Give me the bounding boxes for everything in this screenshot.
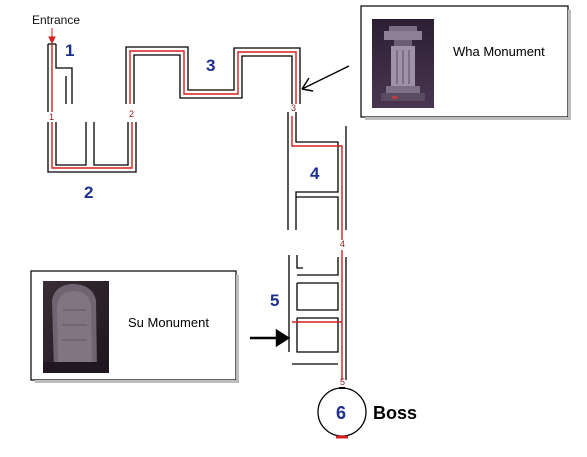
waypoint-5: 5	[340, 377, 345, 387]
stone-lantern-monument-icon	[372, 19, 434, 108]
wall-section-2	[47, 122, 137, 173]
su-pointer-arrow-icon	[250, 328, 291, 348]
section-4-number: 4	[310, 164, 320, 183]
stone-tablet-monument-icon	[43, 281, 109, 373]
wha-monument-callout: Wha Monument	[360, 5, 571, 120]
section-2-number: 2	[84, 183, 93, 202]
route-path	[51, 44, 343, 380]
su-monument-label: Su Monument	[128, 315, 209, 330]
entrance-arrow-icon	[48, 28, 56, 45]
boss-label: Boss	[373, 403, 417, 423]
waypoint-3: 3	[291, 103, 296, 113]
route-section-5	[292, 250, 343, 380]
section-3-number: 3	[206, 56, 215, 75]
section-1-number: 1	[65, 41, 74, 60]
wha-callout-shadow-bottom	[365, 117, 571, 120]
wha-callout-shadow	[568, 10, 571, 120]
wall-section-1	[47, 43, 73, 112]
su-monument-callout: Su Monument	[30, 270, 239, 383]
section-5-number: 5	[270, 291, 279, 310]
route-section-4	[291, 116, 343, 240]
waypoint-1: 1	[49, 112, 54, 122]
section-6-number: 6	[336, 403, 346, 423]
wha-monument-label: Wha Monument	[453, 44, 545, 59]
wall-section-5	[288, 255, 347, 380]
waypoint-2: 2	[129, 109, 134, 119]
route-section-2	[51, 122, 133, 169]
route-section-3	[129, 50, 297, 104]
waypoint-4: 4	[340, 239, 345, 249]
entrance-label: Entrance	[32, 13, 80, 27]
wall-section-4	[287, 112, 347, 230]
su-callout-shadow-bottom	[35, 380, 239, 383]
su-callout-shadow	[236, 275, 239, 383]
wha-pointer-arrow-icon	[301, 65, 350, 92]
wall-section-3	[125, 46, 301, 104]
maze-walls	[47, 43, 347, 380]
